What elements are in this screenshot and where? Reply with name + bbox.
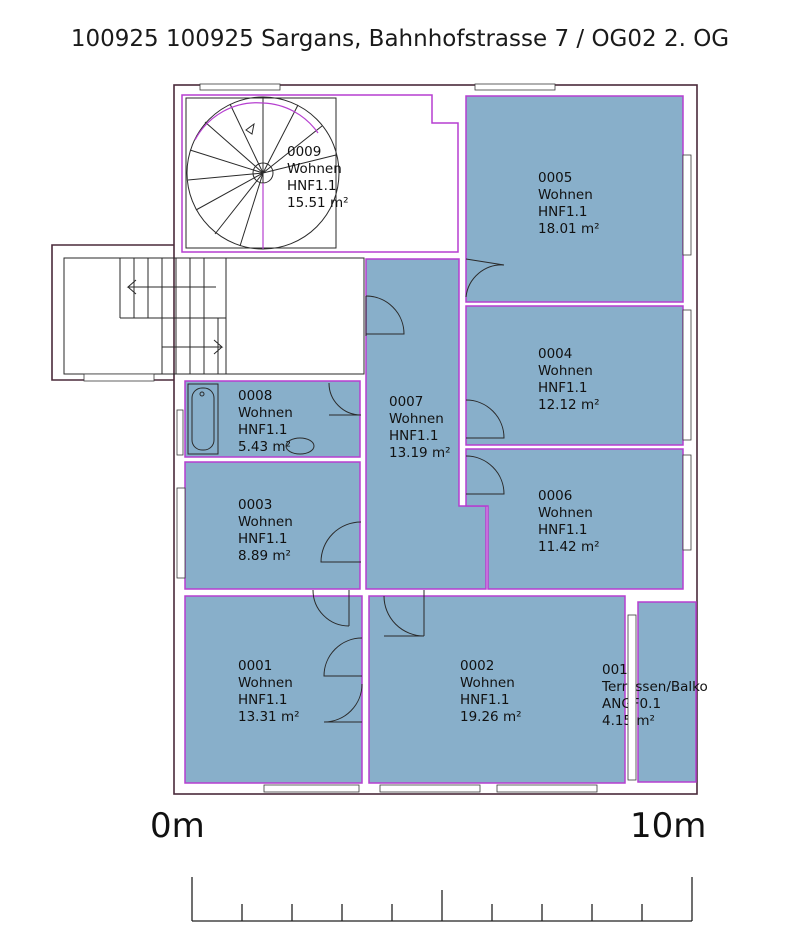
- room-0009-use: Wohnen: [287, 161, 342, 177]
- doors: [312, 258, 505, 723]
- room-0008-area: 5.43 m²: [238, 439, 291, 455]
- room-0007-code: HNF1.1: [389, 428, 439, 444]
- room-0008-id: 0008: [238, 388, 272, 404]
- room-0003-id: 0003: [238, 497, 272, 513]
- room-0005-use: Wohnen: [538, 187, 593, 203]
- room-0002-id: 0002: [460, 658, 494, 674]
- room-0004-code: HNF1.1: [538, 380, 588, 396]
- room-0002: 0002 Wohnen HNF1.1 19.26 m²: [368, 595, 626, 784]
- room-0001: 0001 Wohnen HNF1.1 13.31 m²: [184, 595, 363, 784]
- room-0006-code: HNF1.1: [538, 522, 588, 538]
- room-0009: 0009 Wohnen HNF1.1 15.51 m²: [181, 94, 459, 253]
- room-0005: 0005 Wohnen HNF1.1 18.01 m²: [465, 95, 684, 303]
- windows: [176, 83, 692, 793]
- room-0007-id: 0007: [389, 394, 423, 410]
- plan-title: 100925 100925 Sargans, Bahnhofstrasse 7 …: [70, 26, 730, 52]
- room-0008-code: HNF1.1: [238, 422, 288, 438]
- room-0010-use: Terrassen/Balko: [601, 679, 708, 695]
- room-0002-use: Wohnen: [460, 675, 515, 691]
- room-0001-code: HNF1.1: [238, 692, 288, 708]
- room-0009-id: 0009: [287, 144, 321, 160]
- room-0006-area: 11.42 m²: [538, 539, 600, 555]
- room-0001-use: Wohnen: [238, 675, 293, 691]
- room-0008-use: Wohnen: [238, 405, 293, 421]
- room-0006-use: Wohnen: [538, 505, 593, 521]
- room-0009-area: 15.51 m²: [287, 195, 349, 211]
- scale-bar: 0m 10m: [150, 806, 706, 922]
- straight-stair: [83, 258, 227, 382]
- room-0004-use: Wohnen: [538, 363, 593, 379]
- room-0007-area: 13.19 m²: [389, 445, 451, 461]
- room-0005-id: 0005: [538, 170, 572, 186]
- spiral-stair: [185, 96, 340, 250]
- room-0004-id: 0004: [538, 346, 572, 362]
- room-0003-use: Wohnen: [238, 514, 293, 530]
- room-0003: 0003 Wohnen HNF1.1 8.89 m²: [184, 461, 361, 590]
- scale-label-start: 0m: [150, 806, 205, 846]
- room-0002-code: HNF1.1: [460, 692, 510, 708]
- room-0001-area: 13.31 m²: [238, 709, 300, 725]
- room-0005-code: HNF1.1: [538, 204, 588, 220]
- room-0003-code: HNF1.1: [238, 531, 288, 547]
- room-0006: 0006 Wohnen HNF1.1 11.42 m²: [465, 448, 684, 590]
- room-0004: 0004 Wohnen HNF1.1 12.12 m²: [465, 305, 684, 446]
- room-0006-id: 0006: [538, 488, 572, 504]
- scale-label-end: 10m: [630, 806, 706, 846]
- room-0004-area: 12.12 m²: [538, 397, 600, 413]
- room-0007: 0007 Wohnen HNF1.1 13.19 m²: [365, 258, 487, 590]
- room-0001-id: 0001: [238, 658, 272, 674]
- room-0002-area: 19.26 m²: [460, 709, 522, 725]
- room-0005-area: 18.01 m²: [538, 221, 600, 237]
- room-0007-use: Wohnen: [389, 411, 444, 427]
- room-0008: 0008 Wohnen HNF1.1 5.43 m²: [184, 380, 361, 458]
- room-0009-code: HNF1.1: [287, 178, 337, 194]
- room-0003-area: 8.89 m²: [238, 548, 291, 564]
